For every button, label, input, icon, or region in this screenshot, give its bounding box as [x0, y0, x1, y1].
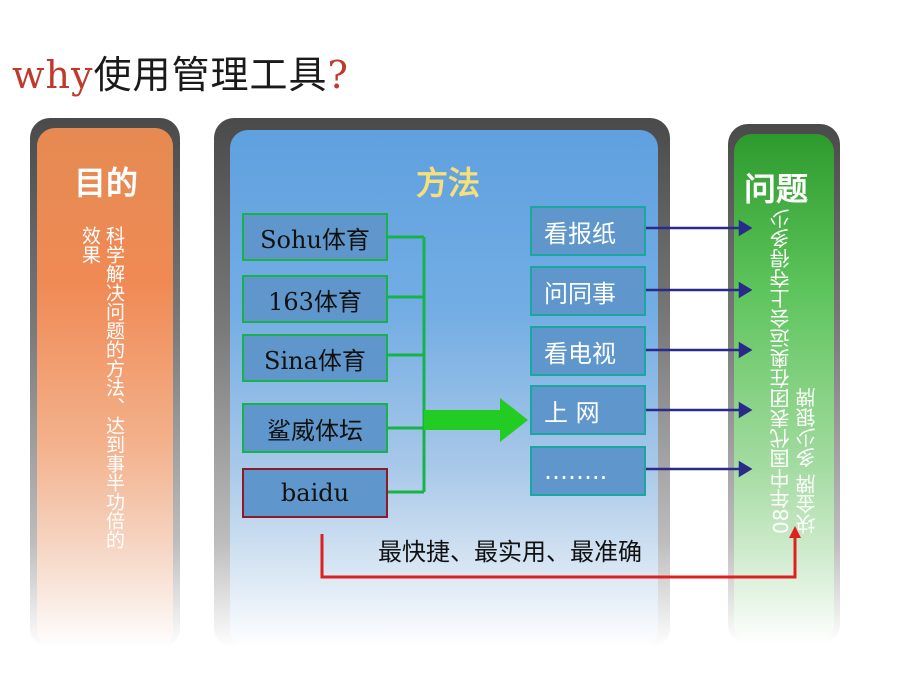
title-main: 使用管理工具: [93, 53, 328, 97]
purpose-text: 科学解决问题的方法、达到事半功倍的效果: [79, 226, 125, 549]
source-163: 163体育: [242, 275, 388, 323]
source-baidu: baidu: [242, 468, 388, 518]
target-newspaper: 看报纸: [530, 206, 646, 256]
navy-arrows: [646, 219, 753, 478]
method-header: 方法: [416, 164, 481, 202]
target-tv: 看电视: [530, 326, 646, 376]
target-internet: 上 网: [530, 385, 646, 435]
red-return-arrow: [320, 526, 801, 579]
source-sina: Sina体育: [242, 334, 388, 382]
green-bracket-lines: [386, 235, 426, 494]
source-shawei: 鲨威体坛: [242, 403, 388, 453]
purpose-panel: [37, 128, 173, 648]
problem-header: 问题: [744, 170, 809, 208]
summary-text: 最快捷、最实用、最准确: [378, 538, 642, 566]
big-green-arrow: [424, 398, 528, 442]
problem-panel: [734, 134, 834, 644]
title-why: why: [12, 53, 94, 97]
purpose-header: 目的: [74, 164, 139, 202]
target-colleague: 问同事: [530, 266, 646, 316]
title-question-mark: ?: [327, 53, 349, 97]
slide-title: why使用管理工具?: [12, 44, 349, 99]
target-more: ……..: [530, 446, 646, 496]
source-sohu: Sohu体育: [242, 213, 388, 261]
